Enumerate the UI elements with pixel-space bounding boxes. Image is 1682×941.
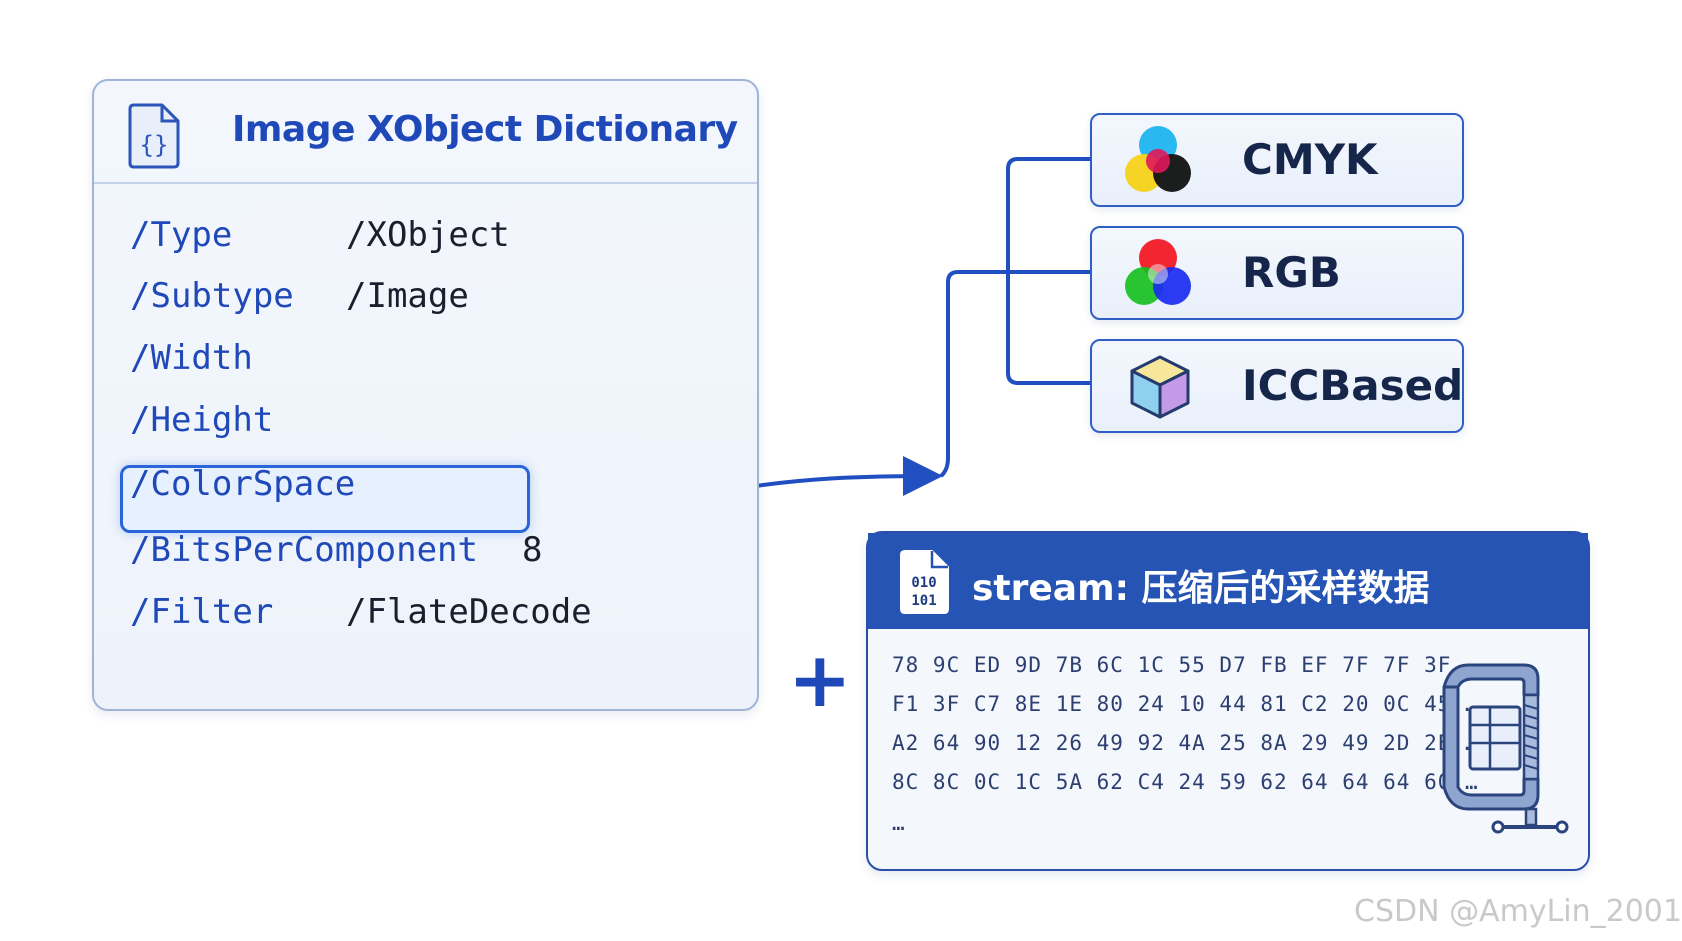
binary-icon-bottom-text: 101 [911,593,936,609]
hex-line: F1 3F C7 8E 1E 80 24 10 44 81 C2 20 0C 4… [892,692,1479,716]
hex-line: 78 9C ED 9D 7B 6C 1C 55 D7 FB EF 7F 7F 3… [892,653,1479,677]
color-cube-icon [1130,355,1190,419]
hex-line: 8C 8C 0C 1C 5A 62 C4 24 59 62 64 64 64 6… [892,770,1479,794]
colorspace-cmyk: CMYK [1090,113,1464,207]
stream-header: 010 101 stream: 压缩后的采样数据 [868,533,1588,629]
entry-key-subtype: /Subtype [130,276,294,316]
watermark: CSDN @AmyLin_2001 [1354,894,1682,929]
iccbased-label: ICCBased [1242,361,1464,410]
entry-key-colorspace: /ColorSpace [130,464,356,504]
entry-key-height: /Height [130,400,274,440]
binary-file-icon: 010 101 [900,550,949,614]
dictionary-header: {} Image XObject Dictionary [94,81,757,184]
entry-value-subtype: /Image [346,276,469,316]
stream-panel: 010 101 stream: 压缩后的采样数据 78 9C ED 9D 7B … [866,531,1590,871]
plus-sign: + [788,635,852,724]
dictionary-title: Image XObject Dictionary [232,109,738,150]
entry-key-type: /Type [130,215,233,255]
svg-text:{}: {} [140,131,169,159]
rgb-branch [939,270,1090,478]
colorspace-rgb: RGB [1090,226,1464,320]
entry-value-filter: /FlateDecode [346,592,592,632]
entry-value-type: /XObject [346,215,510,255]
entry-key-filter: /Filter [130,592,274,632]
entry-value-bitspercomponent: 8 [522,530,543,570]
entry-key-bitspercomponent: /BitsPerComponent [130,530,478,570]
cmyk-label: CMYK [1242,135,1378,184]
entry-key-width: /Width [130,338,253,378]
json-file-icon: {} [128,103,180,169]
rgb-label: RGB [1242,248,1341,297]
colorspace-iccbased: ICCBased [1090,339,1464,433]
clamp-compress-icon [1442,663,1569,834]
colorspace-highlight [120,465,530,533]
dictionary-panel: {} Image XObject Dictionary [92,79,759,711]
rgb-circles-icon [1125,239,1191,305]
cmyk-circles-icon [1125,126,1191,192]
hex-line: A2 64 90 12 26 49 92 4A 25 8A 29 49 2D 2… [892,731,1479,755]
hex-line: … [892,811,906,835]
binary-icon-top-text: 010 [911,575,936,591]
stream-title: stream: 压缩后的采样数据 [972,568,1430,609]
cmyk-icc-bracket [1006,157,1090,385]
